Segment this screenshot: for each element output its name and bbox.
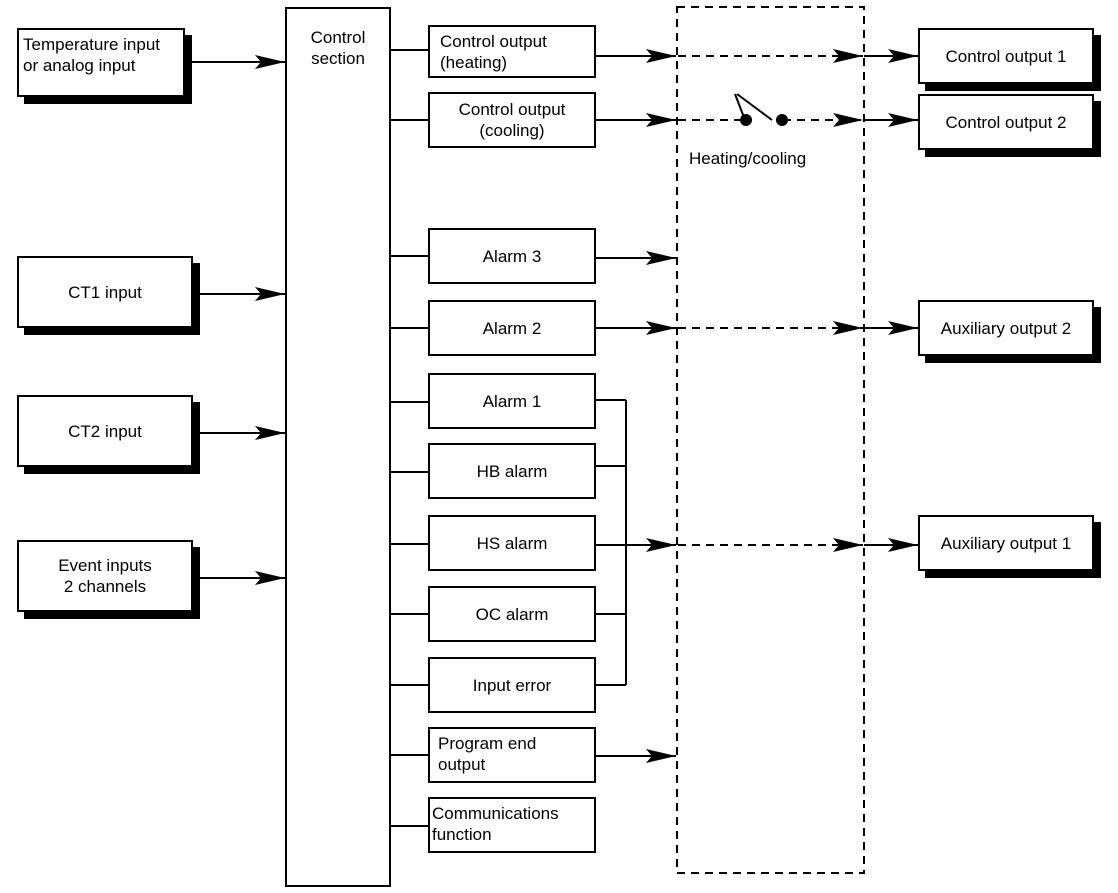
hs-alarm-block: HS alarm [428, 515, 596, 571]
alarm1-block: Alarm 1 [428, 373, 596, 429]
ct1-input-block: CT1 input [17, 256, 193, 328]
oc-alarm-label: OC alarm [475, 604, 549, 624]
temperature-input-block: Temperature input or analog input [17, 28, 185, 97]
auxiliary-output-2-block: Auxiliary output 2 [918, 300, 1094, 356]
control-output-1-label: Control output 1 [945, 46, 1067, 66]
control-output-cooling-label: Control output (cooling) [458, 100, 566, 140]
oc-alarm-block: OC alarm [428, 586, 596, 642]
input-error-label: Input error [472, 675, 552, 695]
program-end-output-label: Program end output [438, 734, 537, 774]
communications-function-label: Communications function [432, 804, 559, 844]
event-inputs-label: Event inputs 2 channels [58, 556, 152, 596]
control-output-2-block: Control output 2 [918, 94, 1094, 150]
control-output-cooling-block: Control output (cooling) [428, 92, 596, 148]
control-output-heating-block: Control output (heating) [428, 25, 596, 78]
alarm3-block: Alarm 3 [428, 228, 596, 284]
auxiliary-output-1-label: Auxiliary output 1 [940, 533, 1072, 553]
alarm3-label: Alarm 3 [482, 246, 542, 266]
ct2-input-label: CT2 input [68, 421, 142, 441]
control-section-label: Control section [310, 28, 366, 68]
temperature-input-label: Temperature input or analog input [23, 35, 161, 75]
auxiliary-output-1-block: Auxiliary output 1 [918, 515, 1094, 571]
communications-function-block: Communications function [428, 797, 596, 853]
heating-cooling-switch-label: Heating/cooling [689, 149, 807, 168]
hs-alarm-label: HS alarm [476, 533, 548, 553]
control-output-2-label: Control output 2 [945, 112, 1067, 132]
alarm2-label: Alarm 2 [482, 318, 542, 338]
ct2-input-block: CT2 input [17, 395, 193, 467]
control-section-block: Control section [285, 7, 391, 887]
event-inputs-block: Event inputs 2 channels [17, 540, 193, 612]
control-output-1-block: Control output 1 [918, 28, 1094, 84]
control-output-heating-label: Control output (heating) [440, 32, 547, 72]
input-error-block: Input error [428, 657, 596, 713]
ct1-input-label: CT1 input [68, 282, 142, 302]
program-end-output-block: Program end output [428, 727, 596, 783]
alarm2-block: Alarm 2 [428, 300, 596, 356]
alarm1-label: Alarm 1 [482, 391, 542, 411]
hb-alarm-block: HB alarm [428, 443, 596, 499]
hb-alarm-label: HB alarm [476, 461, 548, 481]
auxiliary-output-2-label: Auxiliary output 2 [940, 318, 1072, 338]
